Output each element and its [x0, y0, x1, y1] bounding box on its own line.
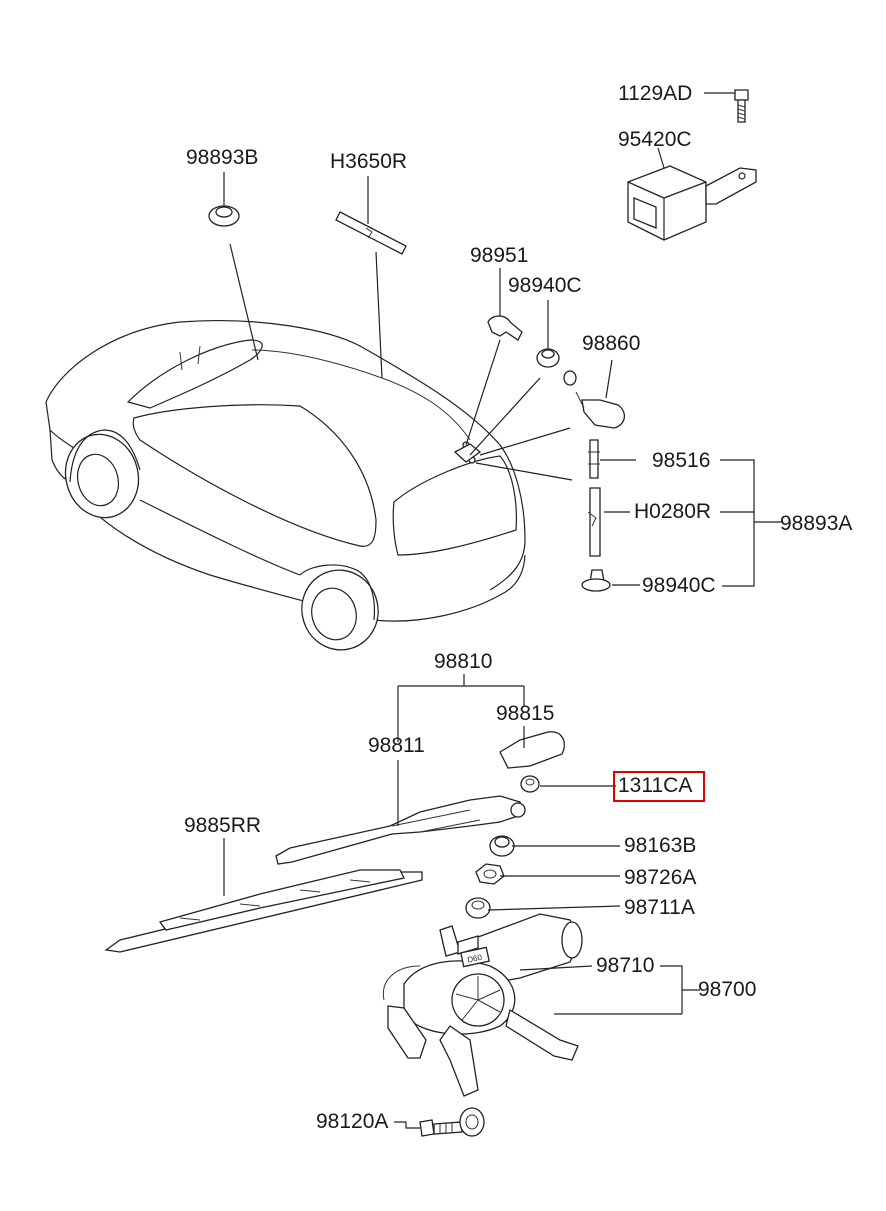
highlight-box-1311CA: [613, 771, 705, 802]
motor-tag-text: D60: [467, 953, 484, 965]
bolt-98120A-icon: [419, 1107, 485, 1137]
motor-tag: D60: [460, 946, 490, 968]
vehicle-outline: [45, 320, 526, 651]
label-98893B[interactable]: 98893B: [186, 146, 259, 169]
label-9885RR[interactable]: 9885RR: [184, 814, 262, 837]
leader-lines-top: [223, 92, 782, 587]
wiper-arm-98811-icon: [275, 795, 526, 865]
hose-H0280R-icon: [587, 487, 601, 557]
connector-98516-icon: [588, 439, 600, 479]
leader-lines-bottom: [223, 674, 700, 1129]
label-98940C-top[interactable]: 98940C: [508, 274, 582, 297]
bolt-1129AD-icon: [734, 89, 749, 123]
label-98893A[interactable]: 98893A: [780, 512, 853, 535]
grommet-98893B-icon: [208, 205, 240, 227]
nozzle-98860-icon: [563, 370, 625, 429]
label-98815[interactable]: 98815: [496, 702, 555, 725]
label-H0280R[interactable]: H0280R: [634, 500, 712, 523]
grommet-98711A-icon: [465, 897, 491, 919]
label-98811[interactable]: 98811: [368, 734, 425, 757]
hose-H3650R-icon: [335, 211, 407, 255]
label-98163B[interactable]: 98163B: [624, 834, 697, 857]
grommet-98940C-bottom-icon: [581, 569, 611, 592]
label-98700[interactable]: 98700: [698, 978, 757, 1001]
nut-1311CA-icon: [520, 775, 540, 793]
grommet-98940C-top-icon: [536, 348, 560, 368]
label-98120A[interactable]: 98120A: [316, 1110, 389, 1133]
cap-98163B-icon: [489, 835, 515, 857]
label-98951[interactable]: 98951: [470, 244, 529, 267]
label-98940C-bottom[interactable]: 98940C: [642, 574, 716, 597]
label-H3650R[interactable]: H3650R: [330, 150, 408, 173]
label-98711A[interactable]: 98711A: [624, 896, 695, 919]
label-98810[interactable]: 98810: [434, 650, 493, 673]
cap-98815-icon: [499, 731, 565, 769]
label-98710[interactable]: 98710: [596, 954, 655, 977]
label-1311CA[interactable]: 1311CA: [618, 774, 693, 797]
clip-98951-icon: [487, 315, 523, 341]
wiper-motor-98710-icon: [382, 913, 583, 1097]
label-98726A[interactable]: 98726A: [624, 866, 697, 889]
label-98860[interactable]: 98860: [582, 332, 641, 355]
nut-98726A-icon: [475, 863, 505, 885]
label-95420C[interactable]: 95420C: [618, 128, 692, 151]
wiper-blade-9885RR-icon: [104, 869, 423, 953]
label-98516[interactable]: 98516: [652, 449, 711, 472]
label-1129AD[interactable]: 1129AD: [618, 82, 693, 105]
relay-95420C-icon: [627, 165, 757, 241]
